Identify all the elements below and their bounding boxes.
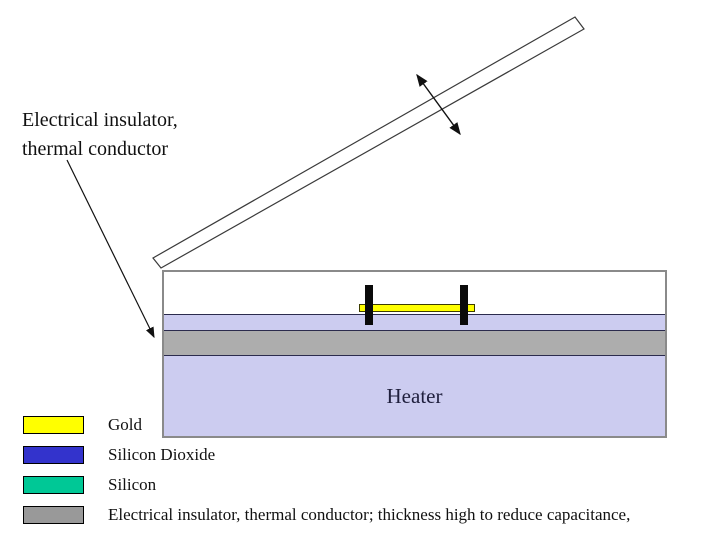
- electrode-post-left: [365, 285, 373, 325]
- cantilever-beam: [152, 16, 585, 269]
- legend-swatch-gold: [23, 416, 84, 434]
- legend-swatch-insulator: [23, 506, 84, 524]
- legend-swatch-silicon: [23, 476, 84, 494]
- heater-layer: Heater: [164, 356, 665, 436]
- legend-item-silicon: Silicon: [23, 475, 156, 495]
- annotation-line-2: thermal conductor: [22, 138, 169, 160]
- thin-lavender-layer: [164, 314, 665, 331]
- legend-label-silicon: Silicon: [108, 475, 157, 494]
- annotation-electrical-insulator: Electrical insulator, thermal conductor: [22, 106, 178, 164]
- legend-item-gold: Gold: [23, 415, 142, 435]
- heater-label: Heater: [386, 383, 443, 408]
- device-cross-section: Heater: [162, 270, 667, 438]
- insulator-pointer-arrow: [66, 159, 155, 339]
- motion-double-arrow: [416, 73, 461, 136]
- legend-item-insulator: Electrical insulator, thermal conductor;…: [23, 505, 630, 525]
- legend-item-silicon-dioxide: Silicon Dioxide: [23, 445, 215, 465]
- legend-label-gold: Gold: [108, 415, 142, 434]
- gold-bar: [359, 304, 475, 312]
- electrode-post-right: [460, 285, 468, 325]
- legend-swatch-silicon-dioxide: [23, 446, 84, 464]
- legend-label-silicon-dioxide: Silicon Dioxide: [108, 445, 216, 464]
- insulator-gray-layer: [164, 331, 665, 356]
- legend-label-insulator: Electrical insulator, thermal conductor;…: [108, 505, 631, 524]
- annotation-line-1: Electrical insulator,: [22, 109, 178, 131]
